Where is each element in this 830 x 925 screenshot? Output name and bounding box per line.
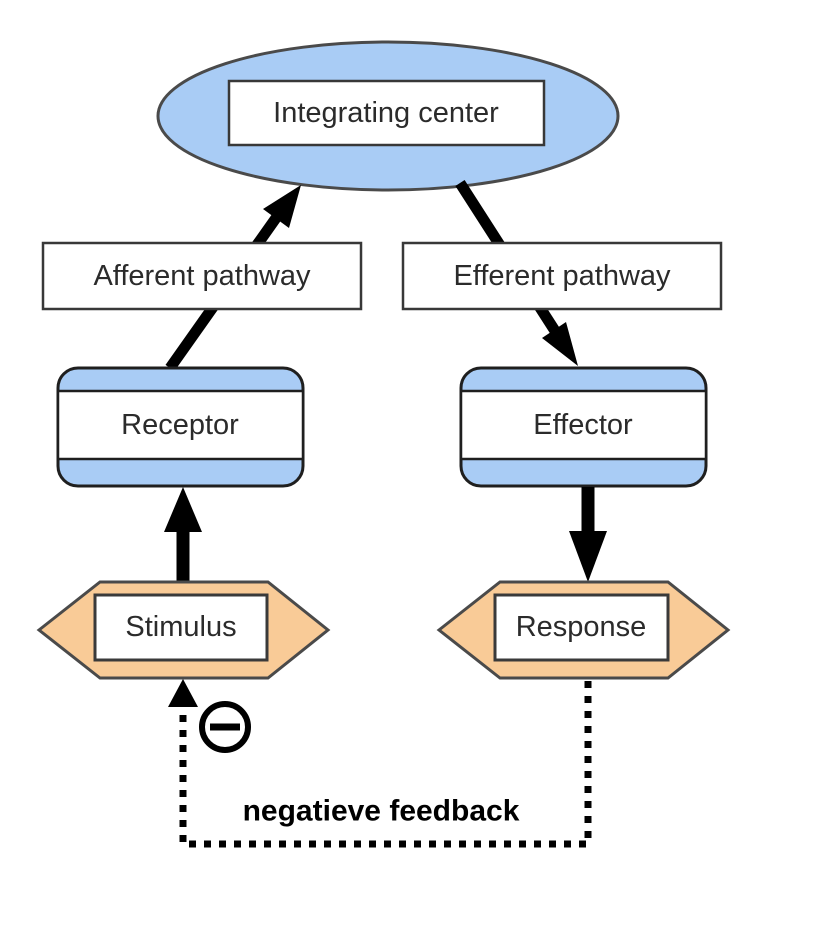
response-label: Response	[516, 611, 647, 643]
stimulus-label: Stimulus	[125, 611, 236, 643]
receptor-label: Receptor	[121, 409, 239, 441]
stimulus-label-box	[93, 593, 269, 662]
efferent-pathway-box	[401, 241, 723, 311]
afferent-pathway-box	[41, 241, 363, 311]
afferent-pathway-label: Afferent pathway	[93, 260, 311, 292]
receptor-label-band	[56, 389, 305, 461]
feedback-arrowhead-icon	[168, 679, 198, 707]
effector-label: Effector	[533, 409, 633, 441]
feedback-path	[179, 681, 592, 848]
integrating-center-label: Integrating center	[273, 97, 499, 129]
minus-icon	[199, 701, 251, 753]
afferent-arrowhead-icon	[263, 185, 301, 228]
efferent-arrowhead-icon	[542, 322, 578, 366]
efferent-pathway-label: Efferent pathway	[453, 260, 671, 292]
response-label-box	[493, 593, 670, 662]
integrating-center-label-box	[227, 79, 546, 147]
stimulus-receptor-arrowhead-icon	[164, 487, 202, 532]
effector-label-band	[459, 389, 708, 461]
effector-response-arrowhead-icon	[569, 531, 607, 582]
negative-feedback-label: negatieve feedback	[243, 795, 520, 828]
